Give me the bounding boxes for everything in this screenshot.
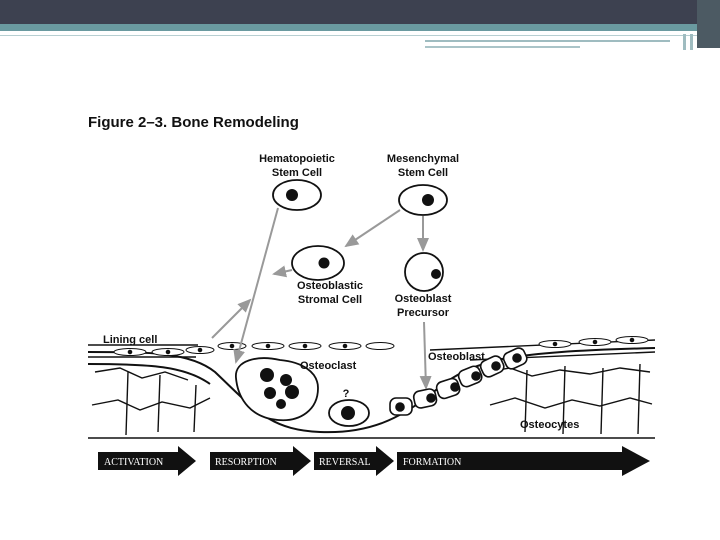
- osteoblast-row: [389, 347, 528, 416]
- label-lining-cell: Lining cell: [103, 334, 157, 346]
- label-precursor-2: Precursor: [397, 307, 450, 319]
- osteoblast-precursor: [404, 252, 444, 292]
- decorative-line: [425, 46, 580, 48]
- mesenchymal-stem-cell: [398, 184, 448, 216]
- decorative-line: [683, 34, 686, 50]
- differentiation-arrows: [211, 207, 432, 390]
- decorative-line: [690, 34, 693, 50]
- phase-formation-label: FORMATION: [403, 457, 461, 468]
- lining-cells: [113, 336, 649, 356]
- decorative-line: [425, 40, 670, 42]
- slide-corner-block: [697, 0, 720, 48]
- phase-reversal: REVERSAL: [314, 446, 394, 476]
- phase-activation-label: ACTIVATION: [104, 457, 163, 468]
- slide-accent-band: [0, 24, 720, 31]
- phase-reversal-label: REVERSAL: [319, 457, 371, 468]
- phase-formation: FORMATION: [397, 446, 650, 476]
- phase-activation: ACTIVATION: [98, 446, 196, 476]
- label-stromal-2: Stromal Cell: [298, 294, 362, 306]
- decorative-line: [0, 35, 697, 36]
- phase-resorption-label: RESORPTION: [215, 457, 277, 468]
- osteoclast: [235, 357, 319, 422]
- label-stromal-1: Osteoblastic: [297, 280, 363, 292]
- phase-timeline: ACTIVATION RESORPTION REVERSAL FORMATION: [98, 446, 650, 476]
- label-osteocytes: Osteocytes: [520, 419, 579, 431]
- label-unknown-cell: ?: [343, 388, 350, 400]
- label-msc-1: Mesenchymal: [387, 153, 459, 165]
- label-hsc-1: Hematopoietic: [259, 153, 335, 165]
- label-msc-2: Stem Cell: [398, 167, 448, 179]
- label-osteoclast: Osteoclast: [300, 360, 357, 372]
- hematopoietic-stem-cell: [272, 179, 322, 211]
- reversal-cell: [328, 399, 370, 427]
- label-precursor-1: Osteoblast: [395, 293, 452, 305]
- slide-top-bar: [0, 0, 720, 24]
- label-osteoblast: Osteoblast: [428, 351, 485, 363]
- osteoblastic-stromal-cell: [291, 245, 345, 281]
- label-hsc-2: Stem Cell: [272, 167, 322, 179]
- figure-title: Figure 2–3. Bone Remodeling: [88, 114, 299, 131]
- phase-resorption: RESORPTION: [210, 446, 311, 476]
